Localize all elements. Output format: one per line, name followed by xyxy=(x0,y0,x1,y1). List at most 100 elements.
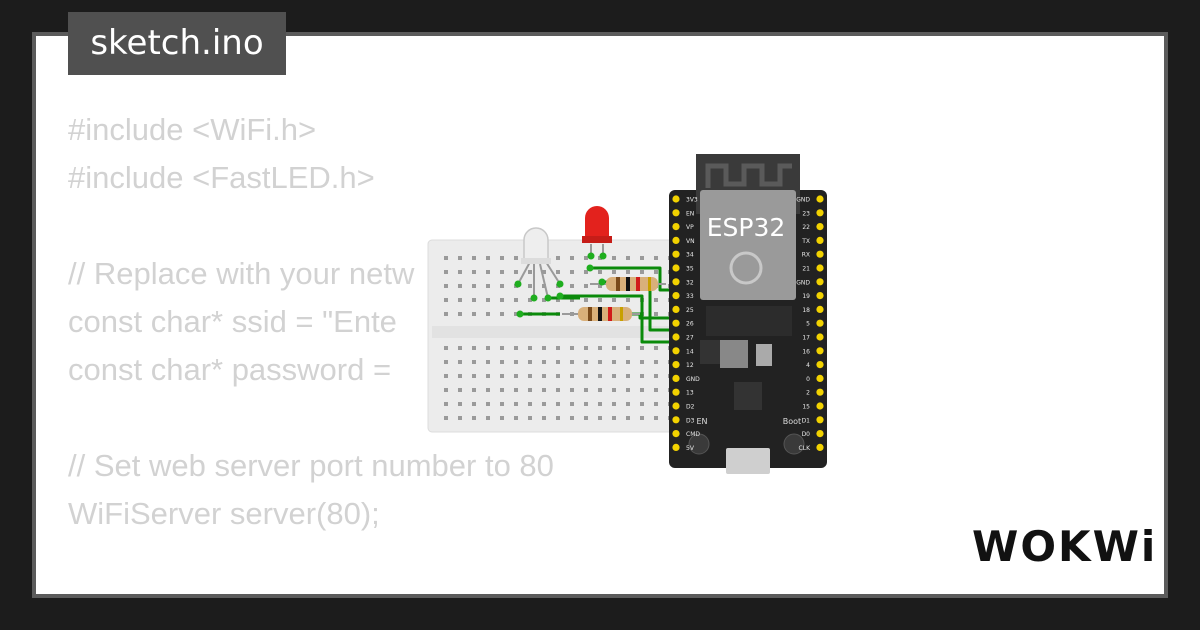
code-preview-card: #include <WiFi.h> #include <FastLED.h> // … xyxy=(32,32,1168,598)
pin-label: 12 xyxy=(686,362,694,369)
header-pin[interactable] xyxy=(672,347,680,355)
header-pin[interactable] xyxy=(816,264,824,272)
header-pin[interactable] xyxy=(672,264,680,272)
code-line: const char* ssid = "Ente xyxy=(68,304,397,339)
pin-label: 13 xyxy=(686,390,694,397)
pin-label: 17 xyxy=(802,335,810,342)
pin-label: 4 xyxy=(806,362,810,369)
wokwi-logo: WOKWi xyxy=(972,522,1158,571)
pin-label: VN xyxy=(686,238,695,245)
header-pin[interactable] xyxy=(816,361,824,369)
header-pin[interactable] xyxy=(816,388,824,396)
pin-label: 14 xyxy=(686,348,694,355)
header-pin[interactable] xyxy=(816,209,824,217)
file-tab-label: sketch.ino xyxy=(90,23,264,63)
pin-label: 32 xyxy=(686,279,694,286)
header-pin[interactable] xyxy=(816,374,824,382)
pin-label: 33 xyxy=(686,293,694,300)
header-pin[interactable] xyxy=(672,333,680,341)
esp32-board[interactable]: ESP32 EN Boot 3V3ENVPVN34353233252627141… xyxy=(669,154,827,474)
pin-label: GND xyxy=(796,197,810,204)
pin-label: 0 xyxy=(806,376,810,383)
esp32-label: ESP32 xyxy=(707,213,786,242)
resistor[interactable] xyxy=(562,307,640,321)
pin-label: VP xyxy=(686,224,694,231)
pin-label: 2 xyxy=(806,390,810,397)
pin-label: GND xyxy=(686,376,700,383)
pin-label: D2 xyxy=(686,404,695,411)
en-button-label: EN xyxy=(696,417,707,426)
pin-label: 19 xyxy=(802,293,810,300)
pin-label: 34 xyxy=(686,252,694,259)
pin-label: D1 xyxy=(802,417,811,424)
pin-label: 3V3 xyxy=(686,197,698,204)
header-pin[interactable] xyxy=(816,292,824,300)
pin-label: 25 xyxy=(686,307,694,314)
pin-label: 21 xyxy=(802,266,810,273)
header-pin[interactable] xyxy=(672,416,680,424)
header-pin[interactable] xyxy=(672,388,680,396)
header-pin[interactable] xyxy=(816,236,824,244)
header-pin[interactable] xyxy=(672,443,680,451)
header-pin[interactable] xyxy=(672,374,680,382)
usb-port[interactable] xyxy=(726,448,770,474)
header-pin[interactable] xyxy=(816,319,824,327)
file-tab[interactable]: sketch.ino xyxy=(68,12,286,75)
pin-label: TX xyxy=(801,238,810,245)
code-line: // Variable to store the HTTP request Se… xyxy=(68,586,765,594)
header-pin[interactable] xyxy=(672,250,680,258)
espressif-logo-icon xyxy=(729,251,763,285)
header-pin[interactable] xyxy=(816,305,824,313)
pin-label: CLK xyxy=(799,445,812,452)
pin-label: 15 xyxy=(802,404,810,411)
header-pin[interactable] xyxy=(816,223,824,231)
header-pin[interactable] xyxy=(672,236,680,244)
pin-label: 5V xyxy=(686,445,695,452)
boot-button-label: Boot xyxy=(783,417,801,426)
header-pin[interactable] xyxy=(672,402,680,410)
code-line: // Replace with your netw xyxy=(68,256,415,291)
pin-label: EN xyxy=(686,210,694,217)
code-line: const char* password = xyxy=(68,352,392,387)
header-pin[interactable] xyxy=(816,443,824,451)
header-pin[interactable] xyxy=(816,250,824,258)
header-pin[interactable] xyxy=(816,347,824,355)
code-line: #include <WiFi.h> xyxy=(68,112,317,147)
header-pin[interactable] xyxy=(672,223,680,231)
header-pin[interactable] xyxy=(816,430,824,438)
regulator-chip xyxy=(720,340,748,368)
header-pin[interactable] xyxy=(816,333,824,341)
header-pin[interactable] xyxy=(816,416,824,424)
header-pin[interactable] xyxy=(816,278,824,286)
pin-label: RX xyxy=(802,252,810,259)
wire-endpoints xyxy=(514,252,607,318)
header-pin[interactable] xyxy=(672,209,680,217)
header-pin[interactable] xyxy=(672,305,680,313)
code-line: // Set web server port number to 80 xyxy=(68,448,554,483)
code-line: WiFiServer server(80); xyxy=(68,496,380,531)
pin-label: D0 xyxy=(802,431,811,438)
pin-label: 5 xyxy=(806,321,810,328)
header-pin[interactable] xyxy=(672,278,680,286)
header-pin[interactable] xyxy=(672,430,680,438)
code-editor: #include <WiFi.h> #include <FastLED.h> // … xyxy=(68,106,765,594)
usb-chip xyxy=(734,382,762,410)
header-pin[interactable] xyxy=(816,195,824,203)
pin-label: 26 xyxy=(686,321,694,328)
pin-label: D3 xyxy=(686,417,695,424)
code-line: #include <FastLED.h> xyxy=(68,160,375,195)
header-pin[interactable] xyxy=(672,361,680,369)
rgb-led[interactable] xyxy=(517,227,561,299)
header-pin[interactable] xyxy=(672,292,680,300)
pin-label: 35 xyxy=(686,266,694,273)
header-pin[interactable] xyxy=(672,319,680,327)
pin-label: 18 xyxy=(802,307,810,314)
pin-label: GND xyxy=(796,279,810,286)
pin-label: 22 xyxy=(802,224,810,231)
header-pin[interactable] xyxy=(816,402,824,410)
pin-label: 16 xyxy=(802,348,810,355)
pin-label: CMD xyxy=(686,431,700,438)
header-pin[interactable] xyxy=(672,195,680,203)
pin-label: 27 xyxy=(686,335,694,342)
